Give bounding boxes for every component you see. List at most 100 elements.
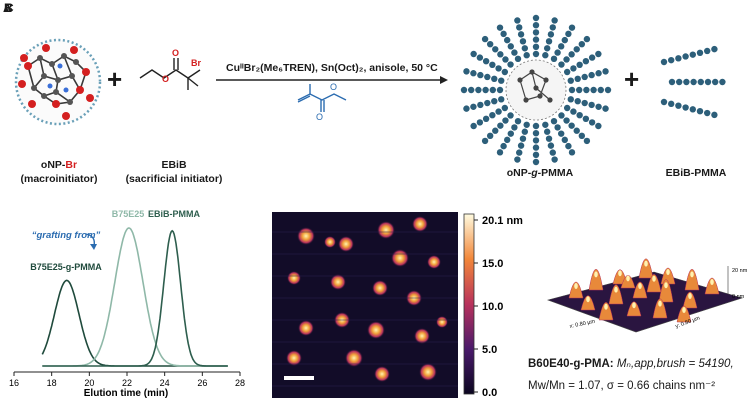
chain-bead [517, 31, 525, 38]
free-chains [660, 45, 726, 119]
chain-bead [581, 99, 588, 107]
chain-bead [514, 55, 522, 63]
chain-bead [476, 119, 484, 126]
chain-bead [460, 86, 468, 94]
chain-bead [523, 121, 530, 128]
afm-particle [436, 316, 448, 328]
series-label-macro: B75E25 [112, 209, 145, 219]
chain-bead [532, 14, 540, 22]
reactant1-label: oNP-Br (macroinitiator) [8, 158, 110, 186]
chain-bead [578, 132, 586, 140]
mma-ester-oxygen-label: O [330, 82, 337, 92]
chain-bead [532, 151, 540, 158]
afm-3d-peak [684, 268, 700, 291]
chain-bead [532, 50, 540, 58]
chain-bead [582, 58, 590, 65]
ebib-carbonyl-label: O [172, 48, 179, 58]
afm-3d-peak-highlight [690, 271, 694, 278]
chain-bead [470, 50, 477, 58]
series-line-2 [42, 229, 228, 367]
chain-bead [521, 128, 529, 135]
reactant2-name: EBiB [161, 159, 187, 171]
afm-height-image [272, 212, 458, 398]
chain-bead [482, 115, 490, 123]
free-chain-bead [660, 58, 668, 66]
product1-label: oNP-g-PMMA [488, 166, 592, 180]
afm-particle [414, 328, 430, 344]
reactant2-label: EBiB (sacrificial initiator) [112, 158, 236, 186]
chain-bead [496, 149, 504, 156]
panel-letter-c: C [5, 1, 14, 15]
x-tick-label-2: 20 [84, 378, 94, 388]
chain-bead [468, 86, 475, 94]
chain-bead [568, 24, 576, 31]
chain-bead [516, 24, 523, 31]
afm-3d-peak-highlight [652, 275, 656, 282]
chain-bead [563, 68, 571, 76]
afm-particle [372, 280, 388, 296]
chain-bead [492, 127, 499, 134]
free-chain-bead [711, 111, 718, 119]
free-chain-bead [697, 78, 704, 86]
chain-bead [500, 30, 507, 38]
product1-name-italic: g [531, 167, 538, 179]
free-chain-bead [689, 106, 696, 113]
chain-bead [545, 135, 553, 142]
x-axis-3d-label: x: 0.80 µm [569, 319, 596, 330]
chain-bead [549, 24, 556, 31]
chain-bead [565, 30, 572, 38]
reaction-conditions: CuᴵᴵBr₂(Me₆TREN), Sn(Oct)₂, anisole, 50 … [226, 62, 438, 74]
ebib-bromine-label: Br [191, 58, 201, 68]
free-chain-bead [668, 56, 675, 64]
chain-bead [517, 142, 525, 149]
x-tick-label-3: 22 [122, 378, 132, 388]
chain-bead [568, 149, 576, 156]
free-chain-bead [676, 78, 683, 86]
x-tick-label-1: 18 [47, 378, 57, 388]
chain-bead [463, 68, 470, 75]
chain-bead [484, 73, 491, 81]
free-chain-bead [704, 78, 712, 86]
chain-bead [550, 117, 558, 125]
chain-bead [558, 43, 565, 50]
reactant1-name-prefix: oNP- [40, 159, 66, 171]
macroinitiator-particle [14, 38, 102, 126]
chain-bead [497, 51, 504, 58]
afm-caption-mn: Mₙ,app,brush = 54190, [616, 358, 734, 370]
afm-particle [367, 321, 385, 339]
chain-bead [532, 130, 540, 137]
afm-3d-peak [658, 279, 674, 303]
chain-bead [523, 52, 530, 59]
afm-particle [330, 274, 346, 290]
brush-particle [460, 14, 612, 166]
chain-bead [484, 99, 491, 107]
chain-bead [574, 97, 581, 105]
afm-caption-line1: B60E40-g-PMA: Mₙ,app,brush = 54190, [528, 356, 734, 370]
chain-bead [558, 130, 565, 137]
chain-bead [497, 122, 504, 129]
plus-sign-1: + [107, 64, 123, 94]
afm-particle [297, 227, 315, 245]
chain-bead [500, 142, 507, 150]
chain-bead [547, 142, 555, 149]
chain-bead [568, 122, 575, 129]
afm-particle [391, 249, 409, 267]
panel-letter-a: A [3, 1, 12, 15]
chain-bead [496, 86, 504, 94]
chain-bead [498, 96, 505, 103]
chain-bead [501, 104, 509, 112]
free-chain-bead [683, 78, 690, 86]
scale-bar [284, 376, 314, 380]
free-chain-bead [682, 104, 689, 111]
chain-bead [514, 117, 522, 125]
chain-bead [581, 73, 588, 81]
chain-bead [489, 61, 496, 68]
z-axis-top-label: 20 nm [732, 268, 748, 274]
chain-bead [582, 115, 590, 123]
x-tick-label-5: 26 [197, 378, 207, 388]
chain-bead [470, 122, 477, 130]
free-chain-bead [668, 78, 676, 86]
afm-3d-peak [626, 301, 642, 317]
